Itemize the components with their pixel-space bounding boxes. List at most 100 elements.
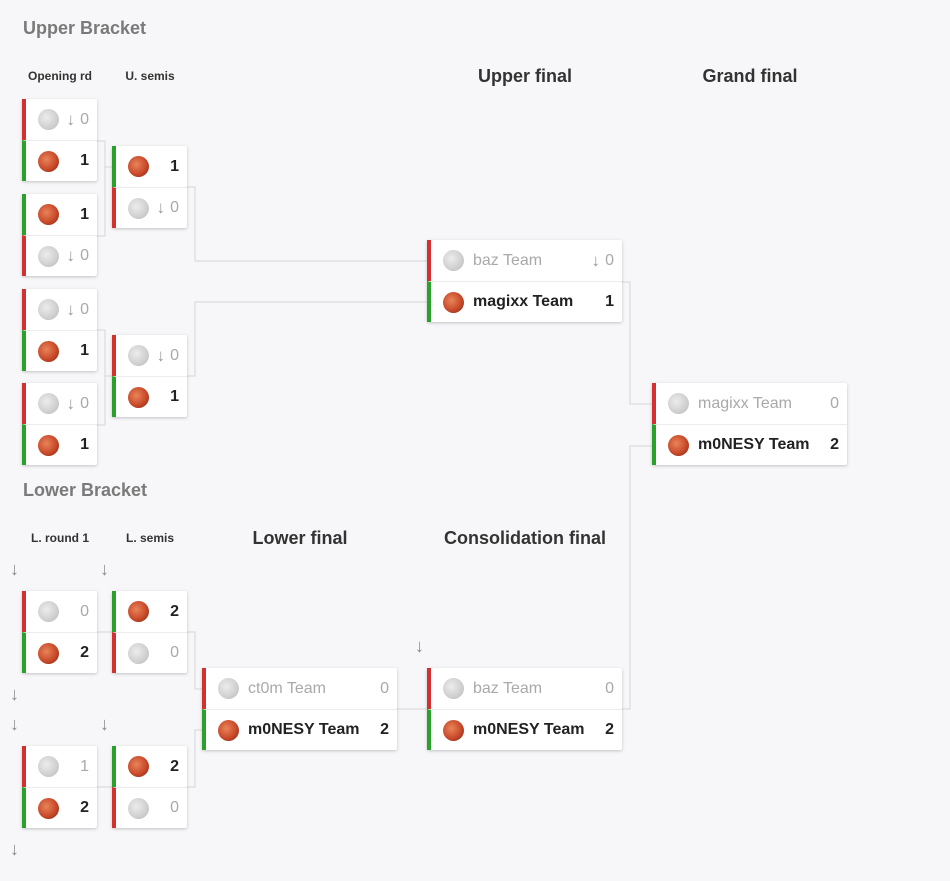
arrow-down-icon: ↓: [156, 198, 166, 217]
match-slot-bottom[interactable]: magixx Team 1: [427, 281, 622, 322]
connector-line: [187, 301, 428, 377]
team-avatar: [38, 109, 59, 130]
team-avatar: [38, 150, 59, 172]
team-avatar: [38, 642, 59, 664]
team-score: 0: [80, 394, 89, 412]
team-score: 0: [830, 394, 839, 412]
match-lower-final[interactable]: ct0m Team 0 m0NESY Team 2: [202, 668, 397, 750]
connector-line: [97, 329, 113, 377]
team-avatar: [128, 156, 149, 177]
team-score: 1: [80, 152, 89, 169]
match-slot-bottom[interactable]: m0NESY Team 2: [427, 709, 622, 750]
match-slot-top[interactable]: magixx Team 0: [652, 383, 847, 424]
team-avatar: [38, 204, 59, 225]
team-avatar: [38, 756, 59, 777]
match-consolidation-final[interactable]: baz Team 0 m0NESY Team 2: [427, 668, 622, 750]
team-avatar: [668, 434, 689, 456]
team-avatar: [668, 393, 689, 414]
arrow-down-icon: ↓: [66, 299, 76, 319]
match-ub-opening-4[interactable]: ↓ 0 1: [22, 383, 97, 465]
team-score: 1: [605, 293, 614, 310]
arrow-down-icon: ↓: [591, 250, 601, 270]
team-score: 1: [80, 436, 89, 453]
team-score: 0: [605, 251, 614, 269]
arrow-down-icon: ↓: [10, 684, 19, 704]
match-slot-bottom[interactable]: 1: [112, 376, 187, 417]
match-lb-semi-1[interactable]: 2 0: [112, 591, 187, 673]
match-slot-top[interactable]: 1: [22, 746, 97, 787]
match-slot-bottom[interactable]: 2: [22, 787, 97, 828]
match-slot-bottom[interactable]: m0NESY Team 2: [202, 709, 397, 750]
match-slot-top[interactable]: 0: [22, 591, 97, 632]
match-slot-bottom[interactable]: 1: [22, 424, 97, 465]
match-slot-top[interactable]: baz Team 0: [427, 668, 622, 709]
match-slot-top[interactable]: ↓ 0: [22, 99, 97, 140]
team-avatar: [128, 345, 149, 366]
arrow-down-icon: ↓: [10, 839, 19, 859]
match-slot-top[interactable]: 1: [22, 194, 97, 235]
team-avatar: [443, 678, 464, 699]
match-ub-opening-1[interactable]: ↓ 0 1: [22, 99, 97, 181]
team-score: 2: [380, 721, 389, 738]
team-avatar: [38, 299, 59, 320]
match-slot-top[interactable]: 1: [112, 146, 187, 187]
team-score: 0: [80, 602, 89, 620]
arrow-down-icon: ↓: [66, 109, 76, 129]
team-score: 1: [170, 157, 179, 175]
match-slot-bottom[interactable]: 0: [112, 787, 187, 828]
match-slot-top[interactable]: 2: [112, 591, 187, 632]
match-ub-opening-2[interactable]: 1 ↓ 0: [22, 194, 97, 276]
match-slot-bottom[interactable]: ↓ 0: [112, 187, 187, 228]
round-label-l-round1: L. round 1: [31, 531, 89, 545]
team-score: 1: [170, 388, 179, 405]
round-label-grand-final: Grand final: [702, 66, 798, 86]
team-avatar: [128, 601, 149, 622]
team-avatar: [218, 719, 239, 741]
match-slot-bottom[interactable]: ↓ 0: [22, 235, 97, 276]
match-slot-top[interactable]: ct0m Team 0: [202, 668, 397, 709]
match-ub-opening-3[interactable]: ↓ 0 1: [22, 289, 97, 371]
team-name: m0NESY Team: [248, 721, 360, 738]
team-score: 0: [170, 199, 179, 216]
team-score: 0: [605, 679, 614, 697]
match-slot-top[interactable]: 2: [112, 746, 187, 787]
connector-line: [187, 186, 428, 262]
match-lb-round1-2[interactable]: 1 2: [22, 746, 97, 828]
match-ub-semi-1[interactable]: 1 ↓ 0: [112, 146, 187, 228]
team-name: magixx Team: [698, 394, 792, 412]
match-slot-bottom[interactable]: 2: [22, 632, 97, 673]
match-slot-bottom[interactable]: 1: [22, 330, 97, 371]
connector-line: [622, 281, 653, 405]
team-score: 2: [830, 436, 839, 453]
lower-bracket-title: Lower Bracket: [23, 480, 148, 500]
team-score: 0: [170, 799, 179, 816]
upper-bracket-title: Upper Bracket: [23, 18, 147, 38]
match-slot-top[interactable]: ↓ 0: [22, 289, 97, 330]
round-label-upper-final: Upper final: [477, 66, 572, 86]
match-grand-final[interactable]: magixx Team 0 m0NESY Team 2: [652, 383, 847, 465]
connector-line: [187, 729, 203, 788]
team-avatar: [128, 756, 149, 777]
team-name: baz Team: [473, 251, 543, 269]
team-avatar: [38, 245, 59, 267]
match-upper-final[interactable]: baz Team ↓ 0 magixx Team 1: [427, 240, 622, 322]
match-lb-semi-2[interactable]: 2 0: [112, 746, 187, 828]
team-avatar: [443, 250, 464, 271]
team-score: 0: [80, 300, 89, 318]
team-score: 0: [170, 644, 179, 661]
match-lb-round1-1[interactable]: 0 2: [22, 591, 97, 673]
arrow-down-icon: ↓: [10, 559, 19, 579]
arrow-down-icon: ↓: [100, 559, 109, 579]
match-slot-top[interactable]: ↓ 0: [22, 383, 97, 424]
match-slot-bottom[interactable]: 1: [22, 140, 97, 181]
team-score: 1: [80, 757, 89, 775]
match-ub-semi-2[interactable]: ↓ 0 1: [112, 335, 187, 417]
team-avatar: [38, 393, 59, 414]
match-slot-top[interactable]: baz Team ↓ 0: [427, 240, 622, 281]
match-slot-bottom[interactable]: 0: [112, 632, 187, 673]
match-slot-top[interactable]: ↓ 0: [112, 335, 187, 376]
team-score: 2: [605, 721, 614, 738]
connector-line: [187, 631, 203, 690]
match-slot-bottom[interactable]: m0NESY Team 2: [652, 424, 847, 465]
